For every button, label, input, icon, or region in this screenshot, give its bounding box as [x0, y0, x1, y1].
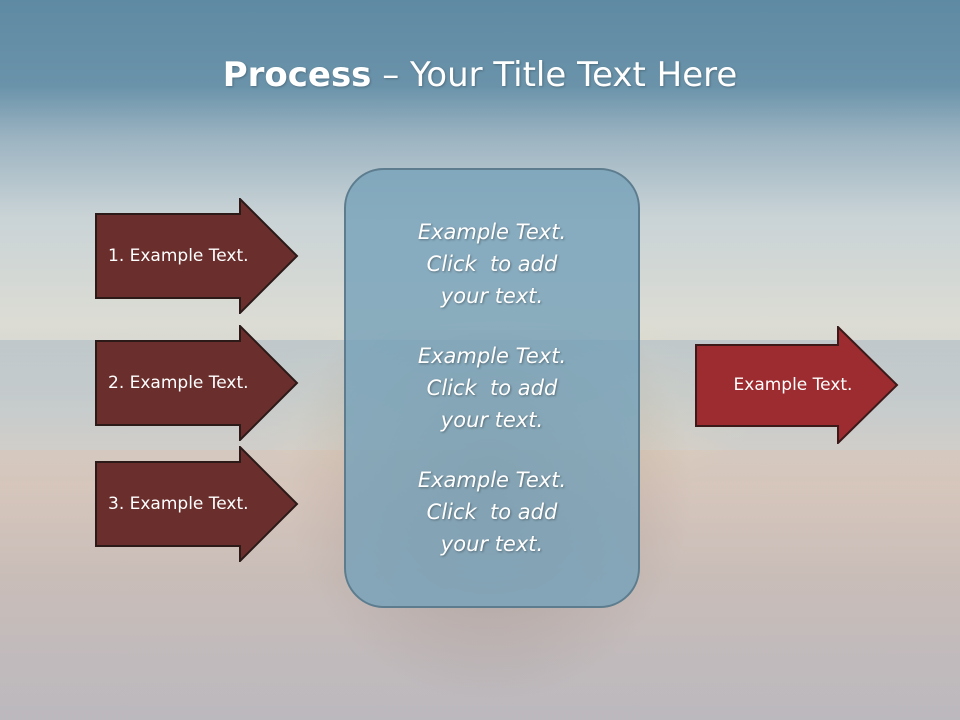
- panel-line: Example Text.: [417, 344, 567, 368]
- arrow-shape-icon: [95, 198, 299, 314]
- slide-title[interactable]: Process – Your Title Text Here: [0, 52, 960, 98]
- right-arrow[interactable]: Example Text.: [695, 326, 899, 444]
- left-arrow-1[interactable]: 1. Example Text.: [95, 198, 299, 314]
- arrow-label: 2. Example Text.: [108, 373, 249, 393]
- panel-line: Click to add: [426, 252, 558, 276]
- panel-line: your text.: [440, 532, 544, 556]
- arrow-shape: [95, 198, 299, 314]
- arrow-shape-icon: [95, 446, 299, 562]
- panel-line: Example Text.: [417, 220, 567, 244]
- title-bold: Process: [222, 55, 372, 95]
- panel-line: Example Text.: [417, 468, 567, 492]
- left-arrow-3[interactable]: 3. Example Text.: [95, 446, 299, 562]
- arrow-label: 1. Example Text.: [108, 246, 249, 266]
- title-rest: – Your Title Text Here: [371, 55, 738, 95]
- arrow-label: 3. Example Text.: [108, 494, 249, 514]
- panel-text-block-3[interactable]: Example Text. Click to add your text.: [372, 464, 612, 560]
- panel-line: your text.: [440, 284, 544, 308]
- right-arrow-shape: [695, 326, 899, 444]
- panel-text-block-2[interactable]: Example Text. Click to add your text.: [372, 340, 612, 436]
- panel-line: Click to add: [426, 376, 558, 400]
- arrow-shape-icon: [95, 325, 299, 441]
- right-arrow-label: Example Text.: [733, 375, 853, 395]
- panel-line: your text.: [440, 408, 544, 432]
- panel-text-block-1[interactable]: Example Text. Click to add your text.: [372, 216, 612, 312]
- arrow-shape: [95, 446, 299, 562]
- left-arrow-2[interactable]: 2. Example Text.: [95, 325, 299, 441]
- arrow-shape: [95, 325, 299, 441]
- panel-line: Click to add: [426, 500, 558, 524]
- center-text-panel[interactable]: Example Text. Click to add your text. Ex…: [344, 168, 640, 608]
- arrow-shape-icon: [695, 326, 899, 444]
